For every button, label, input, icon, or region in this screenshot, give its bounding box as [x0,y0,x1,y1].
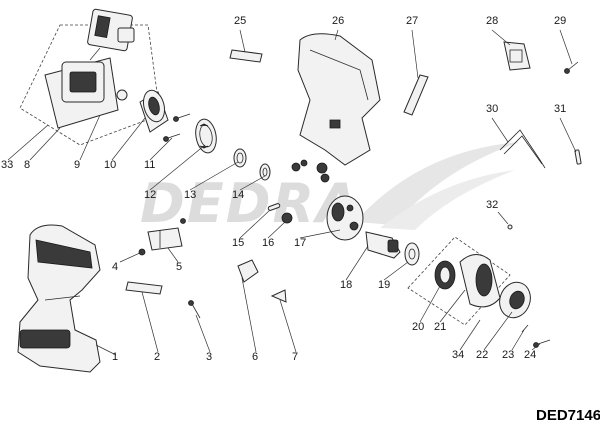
part-30-wire-clip [499,129,546,169]
callout-28: 28 [486,15,498,27]
callout-26: 26 [332,15,344,27]
part-17-gearbox-cage [326,195,364,241]
part-27-strip [403,74,429,116]
callout-32: 32 [486,199,498,211]
part-2-label [125,281,163,295]
callout-17: 17 [294,237,306,249]
part-3-screw [188,300,201,319]
callout-31: 31 [554,103,566,115]
part-1-main-housing [17,224,101,373]
callout-23: 23 [502,349,514,361]
part-25-label [229,49,263,63]
part-15-16-pins-gears [267,159,330,224]
callout-labels: 33 8 9 10 11 12 13 14 15 16 17 18 19 20 … [1,15,566,363]
part-29-screw [564,61,579,74]
callout-29: 29 [554,15,566,27]
watermark: DEDRA [140,142,520,235]
callout-12: 12 [144,189,156,201]
callout-16: 16 [262,237,274,249]
callout-3: 3 [206,351,212,363]
callout-13: 13 [184,189,196,201]
part-31-pin [574,149,582,165]
callout-15: 15 [232,237,244,249]
watermark-text: DEDRA [140,172,360,235]
callout-4: 4 [112,261,118,273]
part-10-rotor-magnet [139,89,169,133]
callout-11: 11 [144,159,155,171]
part-5-bracket [147,218,186,251]
callout-22: 22 [476,349,488,361]
model-code: DED7146 [536,407,600,424]
part-7-wedge [270,289,287,303]
callout-18: 18 [340,279,352,291]
front-housing-assembly [407,236,511,326]
part-28-clip [503,41,531,71]
part-19-washer [404,242,420,266]
callout-10: 10 [104,159,116,171]
callout-9: 9 [74,159,80,171]
callout-7: 7 [292,351,298,363]
callout-27: 27 [406,15,418,27]
callout-14: 14 [232,189,244,201]
part-22-front-cap [499,281,531,319]
callout-6: 6 [252,351,258,363]
part-13-stator [195,118,217,154]
callout-5: 5 [176,261,182,273]
part-6-block [237,259,259,283]
part-11-screws [163,113,191,142]
part-14-washers [233,148,271,181]
callout-30: 30 [486,103,498,115]
callout-21: 21 [434,321,446,333]
callout-25: 25 [234,15,246,27]
part-32-ball [507,224,513,230]
leader-lines [7,29,577,356]
part-26-housing-half [297,33,381,166]
switch-assembly [19,8,161,146]
callout-20: 20 [412,321,424,333]
callout-24: 24 [524,349,536,361]
part-23-24-pin-screw [521,324,551,348]
part-18-anvil [365,231,401,259]
callout-19: 19 [378,279,390,291]
callout-8: 8 [24,159,30,171]
callout-1: 1 [112,351,118,363]
callout-2: 2 [154,351,160,363]
callout-34: 34 [452,349,464,361]
callout-33: 33 [1,159,13,171]
